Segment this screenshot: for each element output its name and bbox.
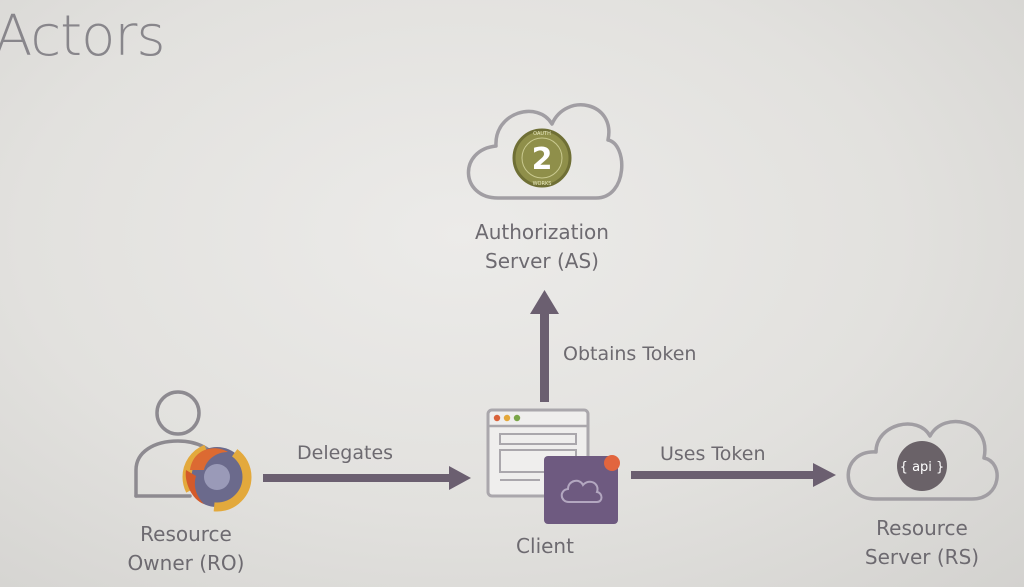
browser-logo-icon: [182, 442, 252, 512]
authorization-server-label-line2: Server (AS): [485, 249, 599, 273]
obtains-token-arrow: [530, 290, 559, 402]
badge-top-text: OAUTH: [533, 131, 551, 137]
obtains-token-label: Obtains Token: [563, 343, 697, 365]
slide-title: Actors: [0, 4, 166, 69]
authorization-server-label-line1: Authorization: [475, 220, 609, 244]
delegates-label: Delegates: [297, 442, 394, 464]
resource-owner-label-line1: Resource: [140, 522, 232, 546]
api-badge-text: { api }: [900, 460, 945, 475]
resource-owner-label-line2: Owner (RO): [127, 551, 245, 575]
uses-token-label: Uses Token: [660, 443, 766, 465]
resource-server-cloud-icon: { api }: [846, 419, 999, 501]
client-app-icon: [544, 455, 620, 524]
resource-server-label-line2: Server (RS): [864, 545, 980, 569]
resource-server-label-line1: Resource: [876, 516, 968, 540]
delegates-arrow: [263, 466, 471, 490]
authorization-server-cloud-icon: OAUTH WORKS 2: [466, 103, 624, 200]
resource-owner-label: Resource Owner (RO): [116, 520, 256, 578]
badge-bottom-text: WORKS: [533, 181, 552, 187]
oauth2-badge-number: 2: [532, 142, 553, 177]
client-label: Client: [516, 534, 574, 558]
uses-token-arrow: [631, 463, 836, 487]
authorization-server-label: Authorization Server (AS): [466, 218, 618, 276]
resource-server-label: Resource Server (RS): [852, 514, 992, 572]
